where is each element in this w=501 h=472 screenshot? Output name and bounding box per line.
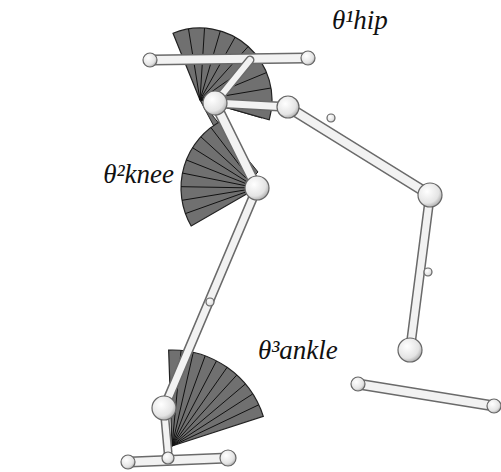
angle-label: θ²knee xyxy=(103,160,174,190)
bone xyxy=(152,58,306,60)
sector-line xyxy=(172,384,245,446)
bone xyxy=(288,107,430,195)
joint-sphere xyxy=(203,91,227,115)
joint-sphere xyxy=(121,455,135,469)
bones xyxy=(130,58,494,462)
sector-line xyxy=(200,31,220,100)
bone xyxy=(130,458,228,462)
joint-sphere xyxy=(301,51,315,65)
joint-sphere xyxy=(220,450,236,466)
joint-sphere xyxy=(424,268,432,276)
joint-sphere xyxy=(398,338,422,362)
bone xyxy=(358,384,494,406)
joint-sphere xyxy=(351,377,365,391)
joint-sphere xyxy=(162,452,174,464)
joint-sphere xyxy=(152,396,176,420)
sector-line xyxy=(172,394,253,446)
joint-sphere xyxy=(327,114,335,122)
bone xyxy=(288,107,430,195)
joints xyxy=(121,51,501,469)
bone xyxy=(215,103,257,188)
joint-sphere xyxy=(418,183,442,207)
bone xyxy=(164,188,257,408)
bone xyxy=(215,103,257,188)
joint-sphere xyxy=(143,53,157,67)
angle-label: θ¹hip xyxy=(332,6,388,36)
angle-label: θ³ankle xyxy=(258,336,338,366)
bone xyxy=(358,384,494,406)
bone xyxy=(164,188,257,408)
joint-sphere xyxy=(487,399,501,413)
joint-sphere xyxy=(277,96,299,118)
joint-sphere xyxy=(245,176,269,200)
angle-sectors xyxy=(169,28,272,446)
bone xyxy=(152,58,306,60)
sector-line xyxy=(172,405,259,446)
bone xyxy=(130,458,228,462)
joint-sphere xyxy=(206,298,214,306)
